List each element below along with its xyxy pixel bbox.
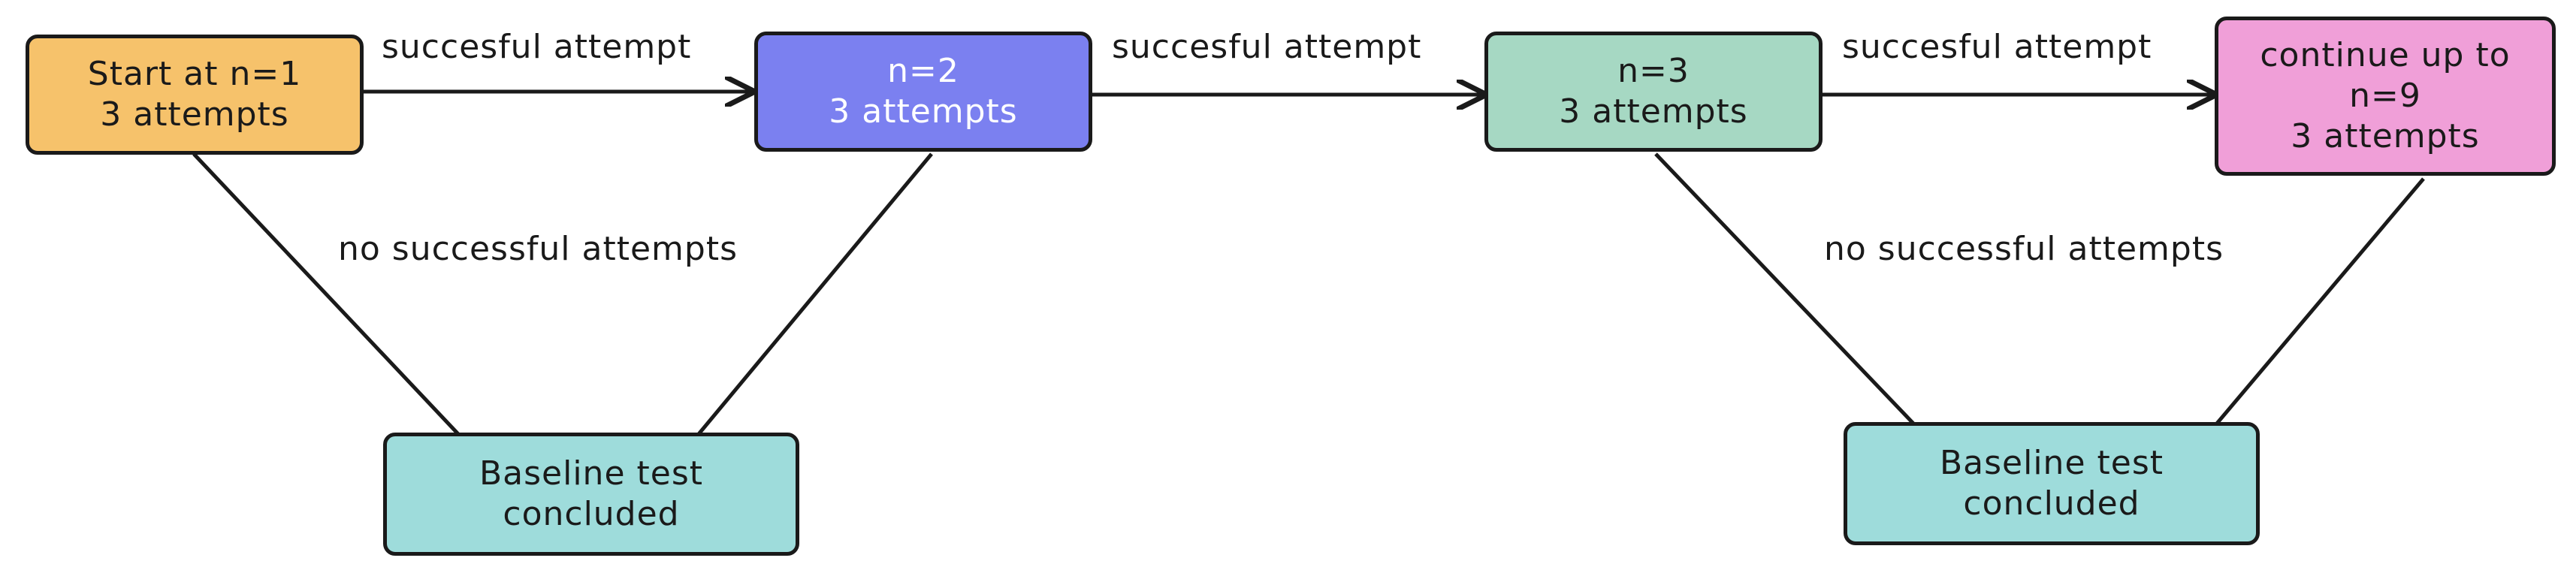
- node-baseline-right-line-1: Baseline test: [1939, 444, 2164, 482]
- node-n9-line-1: continue up to: [2260, 36, 2511, 74]
- node-n3-line-1: n=3: [1617, 52, 1690, 90]
- line-n2-to-baseline-left: [697, 152, 933, 436]
- node-baseline-left-line-2: concluded: [503, 495, 680, 533]
- node-baseline-right-line-2: concluded: [1963, 484, 2140, 523]
- node-n9-line-2: n=9: [2349, 77, 2421, 115]
- node-n2-line-2: 3 attempts: [829, 92, 1018, 131]
- node-baseline-right: Baseline test concluded: [1844, 422, 2260, 545]
- edge-label-success-2: succesful attempt: [1112, 28, 1422, 66]
- node-n3-line-2: 3 attempts: [1559, 92, 1748, 131]
- node-n9: continue up to n=9 3 attempts: [2215, 17, 2556, 176]
- node-start-line-1: Start at n=1: [87, 55, 302, 93]
- line-n3-to-baseline-right: [1654, 152, 1916, 426]
- edge-label-fail-right: no successful attempts: [1824, 230, 2224, 268]
- line-start-to-baseline-left: [192, 152, 460, 436]
- node-n9-line-3: 3 attempts: [2291, 117, 2480, 155]
- node-n2: n=2 3 attempts: [754, 32, 1092, 152]
- node-start: Start at n=1 3 attempts: [26, 35, 364, 155]
- edge-label-success-1: succesful attempt: [382, 28, 692, 66]
- node-start-line-2: 3 attempts: [100, 95, 289, 134]
- line-n9-to-baseline-right: [2215, 177, 2425, 426]
- node-baseline-left-line-1: Baseline test: [479, 454, 704, 493]
- node-baseline-left: Baseline test concluded: [383, 433, 799, 556]
- edge-label-success-3: succesful attempt: [1842, 28, 2152, 66]
- node-n2-line-1: n=2: [887, 52, 959, 90]
- node-n3: n=3 3 attempts: [1484, 32, 1823, 152]
- edge-label-fail-left: no successful attempts: [338, 230, 738, 268]
